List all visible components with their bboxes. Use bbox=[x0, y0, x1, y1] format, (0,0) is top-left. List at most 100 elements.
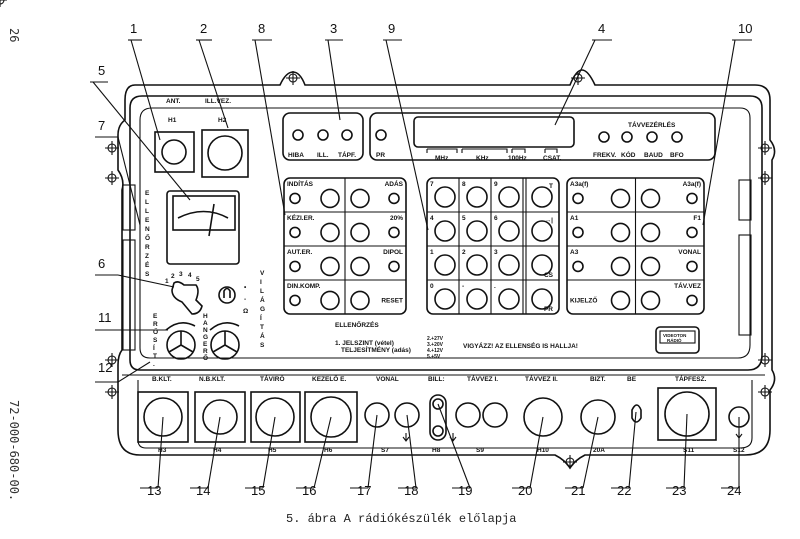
mode-label-left: A3 bbox=[570, 249, 579, 256]
connector-s9[interactable] bbox=[449, 402, 508, 442]
vertical-letter: Á bbox=[260, 331, 265, 340]
ill-vez-connector-h2[interactable] bbox=[201, 129, 249, 178]
ctrl-lamp-left[interactable] bbox=[289, 192, 301, 205]
connector-h6[interactable] bbox=[304, 391, 358, 443]
voltage-4: 4.+12V bbox=[427, 348, 444, 354]
connector-id: S11 bbox=[683, 447, 695, 454]
kod-button[interactable] bbox=[621, 131, 633, 143]
antenna-connector-h1[interactable] bbox=[154, 131, 195, 173]
ctrl-lamp-left[interactable] bbox=[289, 260, 301, 273]
fuse-20a[interactable] bbox=[580, 399, 616, 435]
connector-id: H6 bbox=[324, 447, 333, 454]
keypad-key[interactable] bbox=[531, 186, 553, 208]
connector-s7[interactable] bbox=[364, 402, 420, 442]
h2-label: H2 bbox=[218, 117, 227, 124]
keypad-key[interactable] bbox=[434, 186, 456, 208]
ctrl-lamp-left[interactable] bbox=[289, 226, 301, 239]
ctrl-button-left[interactable] bbox=[320, 222, 340, 243]
pr-lamp bbox=[375, 129, 387, 141]
mode-lamp-right[interactable] bbox=[686, 192, 698, 205]
power-connector-s11[interactable] bbox=[657, 387, 717, 441]
mode-lamp-right[interactable] bbox=[686, 260, 698, 273]
ctrl-lamp-left[interactable] bbox=[289, 294, 301, 307]
callout-leader bbox=[92, 81, 191, 201]
connector-id: S9 bbox=[476, 447, 484, 454]
measurement-selector-knob[interactable] bbox=[171, 281, 203, 315]
callout-leader bbox=[207, 416, 221, 489]
mode-lamp-left[interactable] bbox=[572, 260, 584, 273]
connector-h4[interactable] bbox=[194, 391, 246, 443]
vertical-letter: L bbox=[145, 199, 149, 206]
mode-button-left[interactable] bbox=[610, 256, 631, 277]
connector-id: H3 bbox=[158, 447, 167, 454]
mode-lamp-right[interactable] bbox=[686, 294, 698, 307]
mode-button-left[interactable] bbox=[610, 222, 631, 243]
keypad-key[interactable] bbox=[531, 288, 553, 310]
brightness-knob[interactable] bbox=[218, 286, 236, 304]
volume-knob[interactable] bbox=[209, 322, 240, 360]
mode-lamp-left[interactable] bbox=[572, 192, 584, 205]
ctrl-button-right[interactable] bbox=[350, 188, 370, 209]
connector-h3[interactable] bbox=[137, 391, 189, 443]
keypad-key[interactable] bbox=[498, 186, 520, 208]
vertical-letter: T bbox=[260, 324, 264, 331]
meter-needle bbox=[208, 203, 215, 237]
ctrl-button-right[interactable] bbox=[350, 256, 370, 277]
vertical-letter: Ő bbox=[203, 353, 208, 362]
callout-leader bbox=[702, 39, 736, 226]
key-jack-h8[interactable] bbox=[429, 394, 447, 441]
baud-button[interactable] bbox=[646, 131, 658, 143]
hiba-label: HIBA bbox=[288, 152, 304, 159]
callout-leader bbox=[529, 416, 544, 489]
bfo-button[interactable] bbox=[671, 131, 683, 143]
keypad-key[interactable] bbox=[498, 288, 520, 310]
vertical-letter: E bbox=[203, 341, 208, 348]
keypad-key[interactable] bbox=[498, 220, 520, 242]
gain-knob[interactable] bbox=[165, 322, 196, 360]
ctrl-lamp-right[interactable] bbox=[388, 260, 400, 273]
keypad-key[interactable] bbox=[434, 288, 456, 310]
keypad-key[interactable] bbox=[466, 288, 488, 310]
keypad-key[interactable] bbox=[466, 220, 488, 242]
ctrl-button-right[interactable] bbox=[350, 222, 370, 243]
connector-h10[interactable] bbox=[523, 397, 563, 437]
ctrl-label-right: ADÁS bbox=[385, 179, 404, 188]
mode-button-left[interactable] bbox=[610, 290, 631, 311]
ctrl-button-left[interactable] bbox=[320, 188, 340, 209]
ctrl-button-left[interactable] bbox=[320, 290, 340, 311]
keypad-key-label: →| bbox=[545, 217, 554, 224]
mode-lamp-left[interactable] bbox=[572, 226, 584, 239]
keypad-key[interactable] bbox=[466, 254, 488, 276]
callout-number: 13 bbox=[147, 483, 161, 498]
mode-button-right[interactable] bbox=[640, 256, 661, 277]
keypad-key[interactable] bbox=[466, 186, 488, 208]
keypad-key[interactable] bbox=[498, 254, 520, 276]
mode-lamp-right[interactable] bbox=[686, 226, 698, 239]
mode-button-right[interactable] bbox=[640, 290, 661, 311]
callout-number: 18 bbox=[404, 483, 418, 498]
power-switch-be[interactable] bbox=[631, 404, 642, 423]
connector-label: BILL: bbox=[428, 376, 445, 383]
keypad-key[interactable] bbox=[531, 220, 553, 242]
mode-button-left[interactable] bbox=[610, 188, 631, 209]
mode-button-right[interactable] bbox=[640, 222, 661, 243]
vertical-letter: G bbox=[203, 334, 208, 341]
connector-h5[interactable] bbox=[250, 391, 301, 443]
ctrl-button-right[interactable] bbox=[350, 290, 370, 311]
mode-button-right[interactable] bbox=[640, 188, 661, 209]
keypad-key[interactable] bbox=[434, 220, 456, 242]
keypad-key-label: PR bbox=[544, 306, 553, 313]
ctrl-button-left[interactable] bbox=[320, 256, 340, 277]
keypad-key-label: 1 bbox=[430, 249, 434, 256]
vertical-letter: Z bbox=[145, 253, 149, 260]
ctrl-lamp-right[interactable] bbox=[388, 226, 400, 239]
frekv-button[interactable] bbox=[598, 131, 610, 143]
callout-number: 3 bbox=[330, 21, 337, 36]
keypad-key[interactable] bbox=[434, 254, 456, 276]
keypad-key[interactable] bbox=[531, 254, 553, 276]
ctrl-lamp-right[interactable] bbox=[388, 192, 400, 205]
svg-text:VIDEOTON: VIDEOTON bbox=[663, 333, 686, 338]
vertical-letter: N bbox=[145, 226, 150, 233]
ctrl-label-right: RESET bbox=[381, 297, 403, 304]
